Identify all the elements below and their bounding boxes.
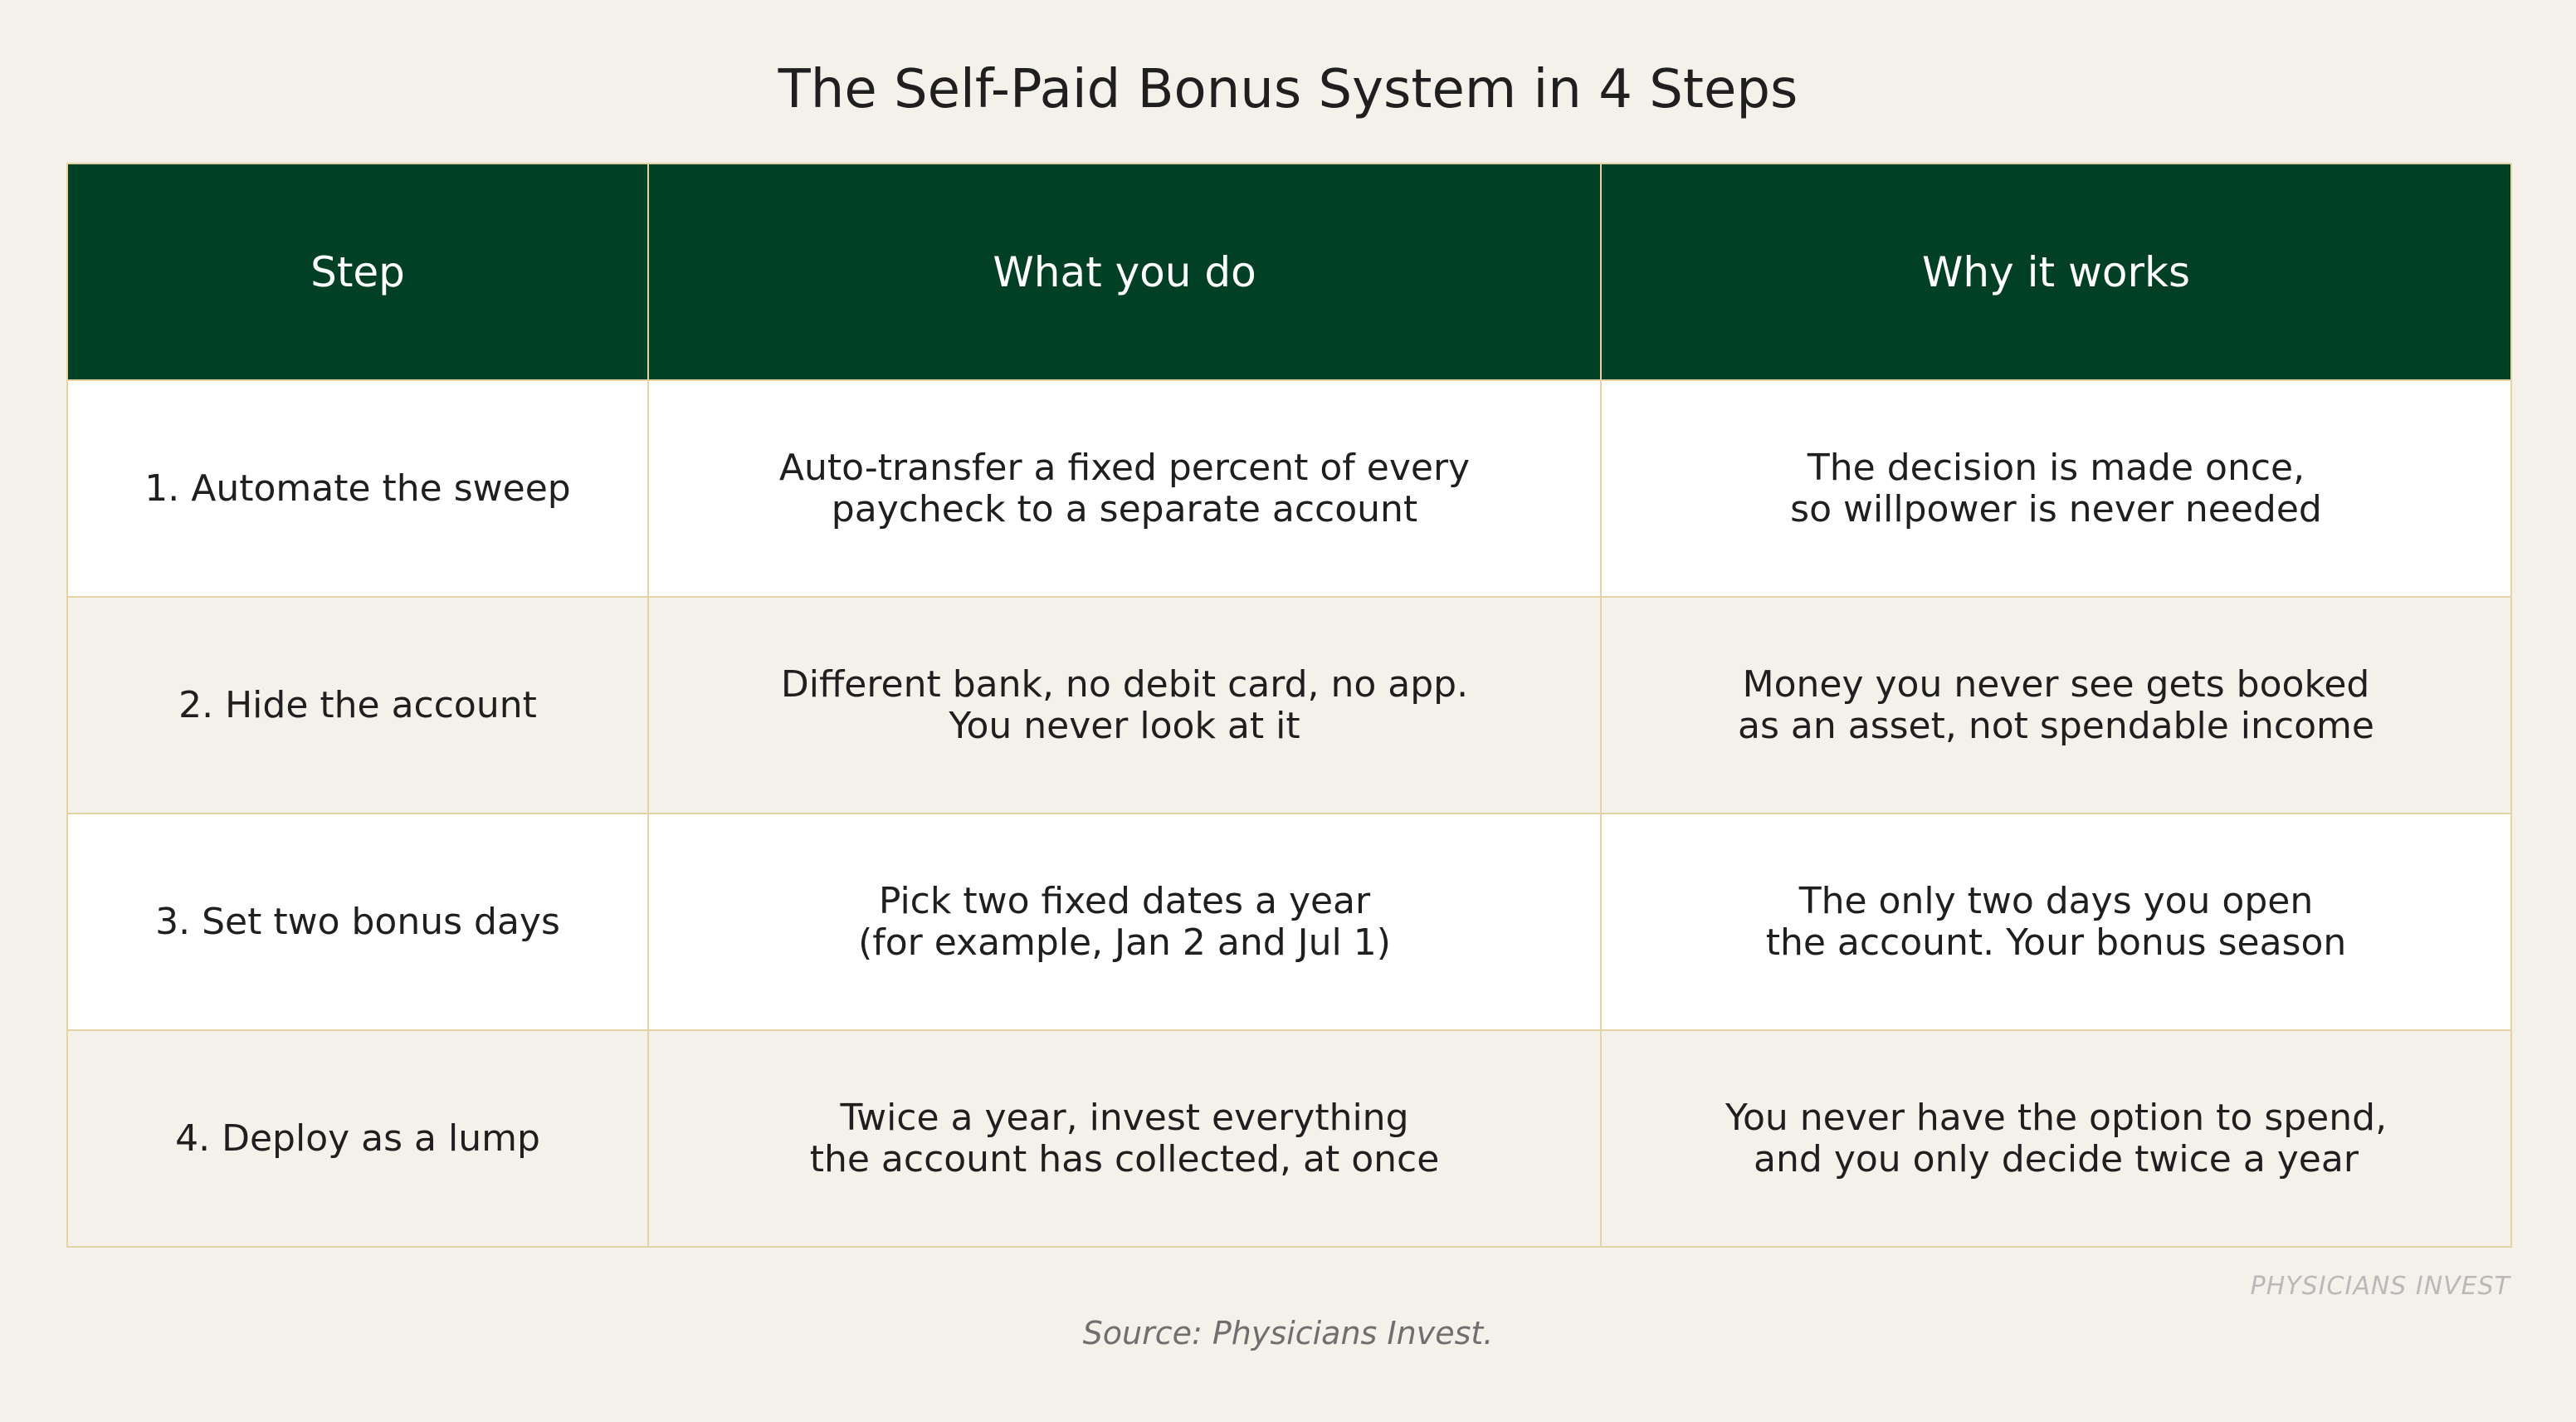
why-it-works-cell: The only two days you open the account. … bbox=[1600, 813, 2512, 1031]
step-cell: 3. Set two bonus days bbox=[66, 813, 649, 1031]
source-note: Source: Physicians Invest. bbox=[1082, 1315, 1494, 1351]
why-it-works-cell: You never have the option to spend, and … bbox=[1600, 1029, 2512, 1248]
what-you-do-cell: Different bank, no debit card, no app. Y… bbox=[647, 596, 1602, 814]
table-header-row: Step What you do Why it works bbox=[66, 163, 2512, 381]
step-cell: 4. Deploy as a lump bbox=[66, 1029, 649, 1248]
what-you-do-cell: Pick two fixed dates a year (for example… bbox=[647, 813, 1602, 1031]
why-it-works-cell: The decision is made once, so willpower … bbox=[1600, 379, 2512, 598]
page-title: The Self-Paid Bonus System in 4 Steps bbox=[778, 59, 1798, 120]
column-header-what-you-do: What you do bbox=[647, 163, 1602, 381]
table-row: 1. Automate the sweep Auto-transfer a fi… bbox=[66, 379, 2512, 598]
what-you-do-cell: Auto-transfer a fixed percent of every p… bbox=[647, 379, 1602, 598]
step-cell: 1. Automate the sweep bbox=[66, 379, 649, 598]
watermark: PHYSICIANS INVEST bbox=[2250, 1272, 2510, 1301]
table-row: 2. Hide the account Different bank, no d… bbox=[66, 596, 2512, 814]
table-row: 4. Deploy as a lump Twice a year, invest… bbox=[66, 1029, 2512, 1248]
column-header-step: Step bbox=[66, 163, 649, 381]
table-row: 3. Set two bonus days Pick two fixed dat… bbox=[66, 813, 2512, 1031]
steps-table: Step What you do Why it works 1. Automat… bbox=[66, 163, 2512, 1248]
why-it-works-cell: Money you never see gets booked as an as… bbox=[1600, 596, 2512, 814]
what-you-do-cell: Twice a year, invest everything the acco… bbox=[647, 1029, 1602, 1248]
column-header-why-it-works: Why it works bbox=[1600, 163, 2512, 381]
step-cell: 2. Hide the account bbox=[66, 596, 649, 814]
